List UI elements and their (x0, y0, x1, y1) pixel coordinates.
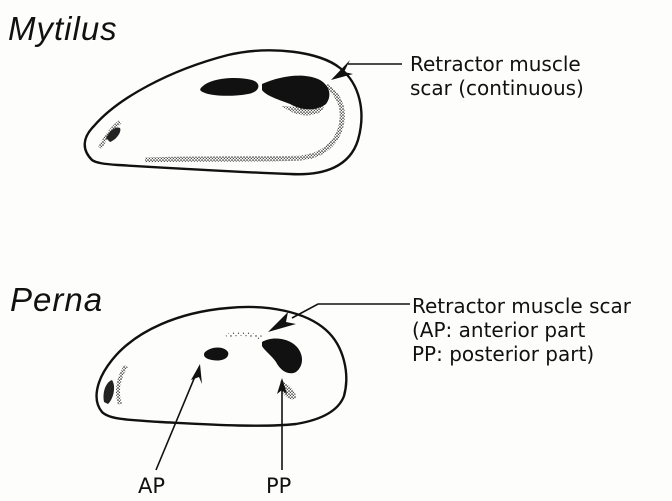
perna-annotation: Retractor muscle scar (AP: anterior part… (412, 294, 631, 366)
perna-scar-posterior-part (262, 339, 302, 374)
perna-shell (97, 304, 410, 470)
perna-annotation-line-2: (AP: anterior part (412, 318, 631, 342)
perna-leader-line (292, 304, 410, 318)
mytilus-shell (85, 50, 402, 174)
mytilus-anterior-scar (106, 127, 120, 142)
pp-label: PP (266, 476, 291, 497)
mytilus-retractor-scar-anterior (200, 78, 258, 96)
perna-title: Perna (10, 283, 103, 316)
perna-scar-anterior-part (204, 348, 228, 361)
perna-annotation-line-1: Retractor muscle scar (412, 294, 631, 318)
perna-annotation-line-3: PP: posterior part) (412, 342, 631, 366)
mytilus-annotation: Retractor muscle scar (continuous) (410, 52, 584, 100)
perna-top-stipple (226, 334, 262, 338)
mytilus-title: Mytilus (8, 12, 118, 45)
mytilus-shell-outline (85, 50, 362, 174)
perna-arrow-head (268, 312, 296, 332)
ap-label: AP (138, 476, 165, 497)
mytilus-annotation-line-1: Retractor muscle (410, 52, 584, 76)
mytilus-annotation-line-2: scar (continuous) (410, 76, 584, 100)
perna-shell-outline (97, 307, 347, 426)
perna-pallial-line (118, 366, 126, 404)
perna-anterior-scar (103, 380, 114, 404)
